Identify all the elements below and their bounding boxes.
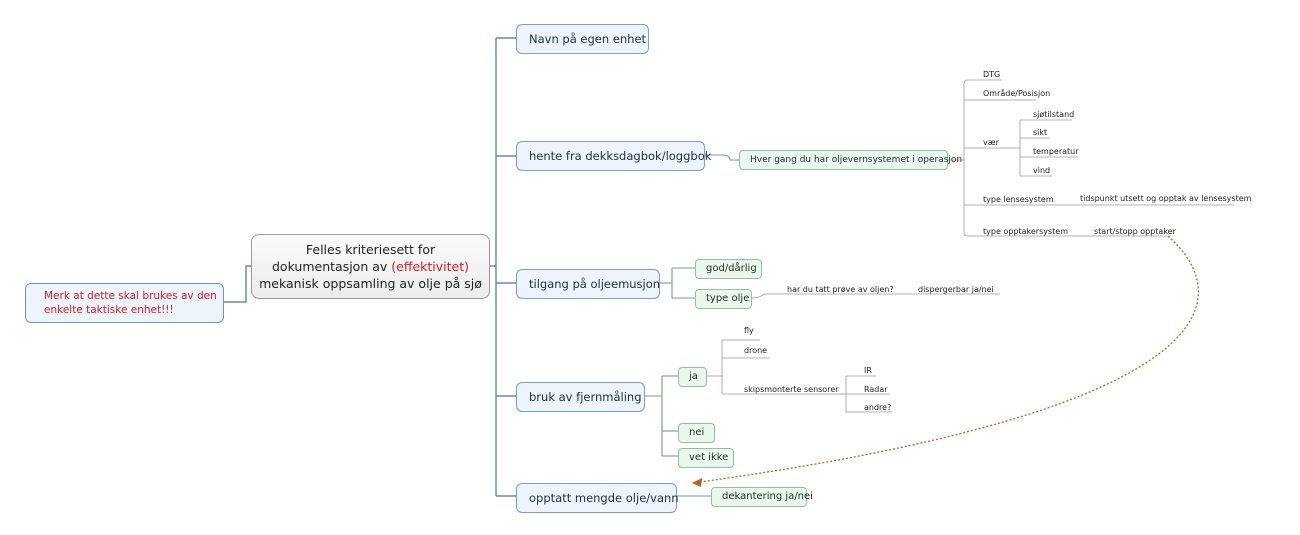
label-type-opptakersystem[interactable]: type opptakersystem [983, 227, 1068, 236]
label-type-lensesystem[interactable]: type lensesystem [983, 195, 1054, 204]
label-drone[interactable]: drone [744, 346, 768, 355]
central-topic-line2: dokumentasjon av [271, 259, 392, 274]
subtopic-type-olje[interactable]: type olje [695, 289, 752, 309]
label-vaer-item[interactable]: sjøtilstand [1033, 110, 1075, 119]
subtopic-god-darlig[interactable]: god/dårlig [695, 259, 762, 279]
branch-bruk[interactable]: bruk av fjernmåling [516, 382, 645, 412]
label-har-du-tatt-prove[interactable]: har du tatt prøve av oljen? [787, 285, 894, 294]
label-dtg[interactable]: DTG [983, 70, 1001, 79]
note-line2: enkelte taktiske enhet!!! [44, 304, 174, 316]
label-skipsmonterte-sensorer[interactable]: skipsmonterte sensorer [744, 385, 839, 394]
branch-opptatt[interactable]: opptatt mengde olje/vann [516, 483, 679, 513]
central-topic-highlight: (effektivitet) [391, 259, 469, 274]
subtopic-nei[interactable]: nei [678, 423, 715, 443]
label-tidspunkt[interactable]: tidspunkt utsett og opptak av lensesyste… [1080, 194, 1252, 203]
label-vaer-item[interactable]: sikt [1033, 128, 1048, 137]
label-vaer-item[interactable]: vind [1033, 166, 1051, 175]
subtopic-hver-gang[interactable]: Hver gang du har oljevernsystemet i oper… [739, 150, 962, 170]
central-topic[interactable]: Felles kriteriesett for dokumentasjon av… [251, 234, 490, 299]
branch-hente[interactable]: hente fra dekksdagbok/loggbok [516, 141, 711, 171]
label-sensor[interactable]: IR [864, 366, 872, 375]
label-dispergerbar[interactable]: dispergerbar ja/nei [918, 285, 994, 294]
label-vaer[interactable]: vær [983, 138, 999, 147]
subtopic-dekantering[interactable]: dekantering ja/nei [711, 487, 813, 507]
central-topic-line1: Felles kriteriesett for [305, 242, 436, 257]
label-start-stopp[interactable]: start/stopp opptaker [1094, 227, 1176, 236]
note-line1: Merk at dette skal brukes av den [44, 290, 217, 302]
label-sensor[interactable]: andre? [864, 403, 892, 412]
label-sensor[interactable]: Radar [864, 385, 888, 394]
label-fly[interactable]: fly [744, 326, 754, 335]
branch-navn[interactable]: Navn på egen enhet [516, 24, 649, 54]
label-omrade-posisjon[interactable]: Område/Posisjon [983, 89, 1051, 98]
subtopic-ja[interactable]: ja [678, 367, 707, 387]
note-callout[interactable]: Merk at dette skal brukes av den enkelte… [25, 283, 224, 323]
central-topic-line3: mekanisk oppsamling av olje på sjø [259, 276, 482, 291]
subtopic-vet-ikke[interactable]: vet ikke [678, 448, 734, 468]
branch-tilgang[interactable]: tilgang på oljeemusjon [516, 269, 660, 299]
label-vaer-item[interactable]: temperatur [1033, 147, 1079, 156]
